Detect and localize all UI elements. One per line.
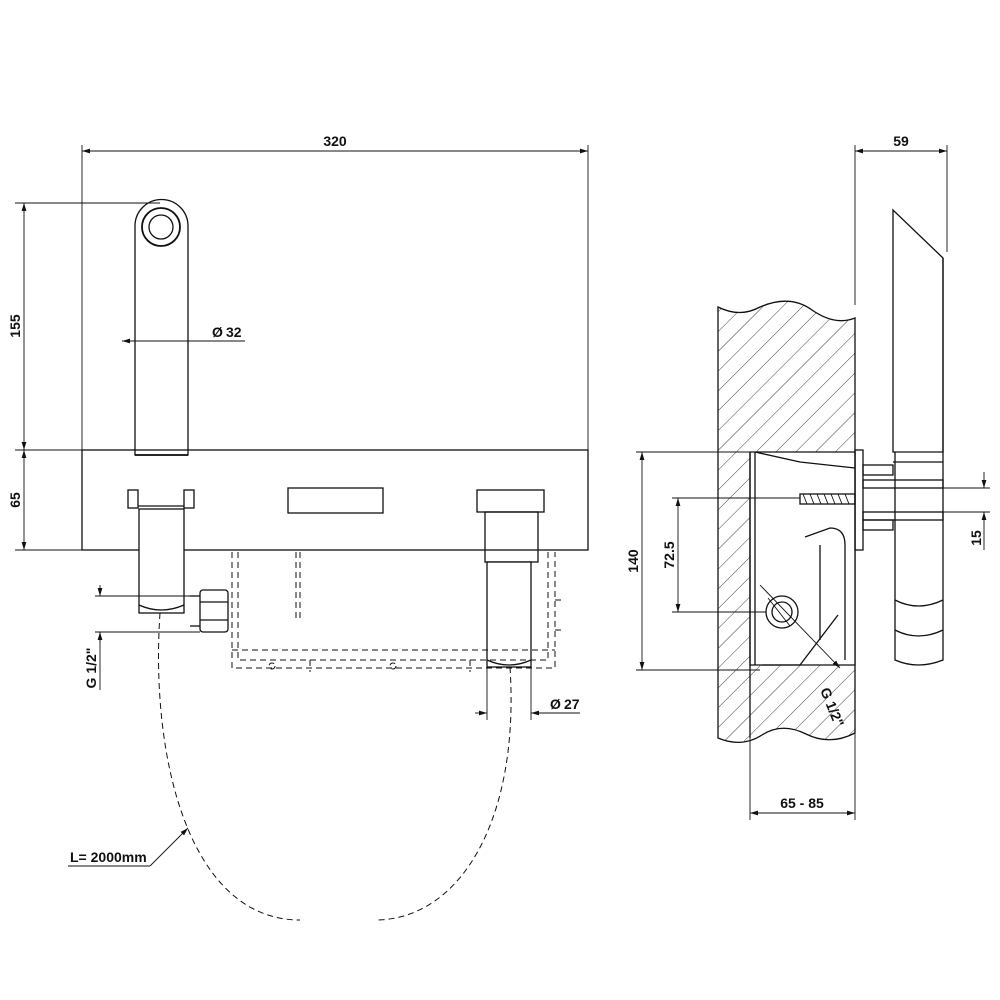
- side-concealed-body: [749, 500, 846, 666]
- svg-text:Ø: Ø: [550, 696, 561, 712]
- hose-right: [374, 666, 512, 921]
- concealed-body: [231, 552, 562, 672]
- hand-shower-head-inner: [148, 214, 174, 240]
- side-hand-shower: [892, 208, 944, 453]
- svg-text:Ø: Ø: [212, 324, 223, 340]
- hose-connector: [138, 508, 185, 614]
- inlet-fitting-inner: [771, 601, 793, 623]
- dim-wall-depth-label: 65 - 85: [780, 795, 824, 811]
- handle-top: [484, 511, 539, 563]
- side-cover-plate: [854, 449, 864, 551]
- svg-text:27: 27: [564, 696, 580, 712]
- dim-offset-label: 72.5: [661, 541, 677, 568]
- hose-length-label: L= 2000mm: [70, 849, 147, 865]
- dim-height-upper-label: 155: [7, 314, 23, 338]
- dim-spout-diameter-label: Ø 32: [212, 324, 242, 340]
- handle-cap: [476, 489, 545, 513]
- control-window: [287, 487, 384, 514]
- dim-width-label: 320: [323, 133, 347, 149]
- dim-height-lower-label: 65: [7, 492, 23, 508]
- hose-leader: [149, 827, 189, 867]
- wall-recess: [749, 451, 856, 666]
- dim-small-offset-label: 15: [968, 530, 984, 546]
- hand-shower-head-outer: [141, 207, 181, 247]
- handle-stem: [486, 561, 532, 668]
- dim-total-height-label: 140: [625, 549, 641, 573]
- dim-depth-top-label: 59: [893, 133, 909, 149]
- thread-label-front: G 1/2": [83, 648, 99, 689]
- side-view: G 1/2" 59 140 72.5 15: [625, 133, 990, 820]
- cover-plate: [81, 449, 589, 551]
- hand-shower-body: [134, 198, 189, 456]
- svg-text:32: 32: [226, 324, 242, 340]
- hose-left: [158, 612, 301, 921]
- inlet-nut: [190, 589, 229, 633]
- dim-handle-diameter-label: Ø 27: [550, 696, 580, 712]
- front-view: 320 155 65 Ø 32: [7, 133, 589, 921]
